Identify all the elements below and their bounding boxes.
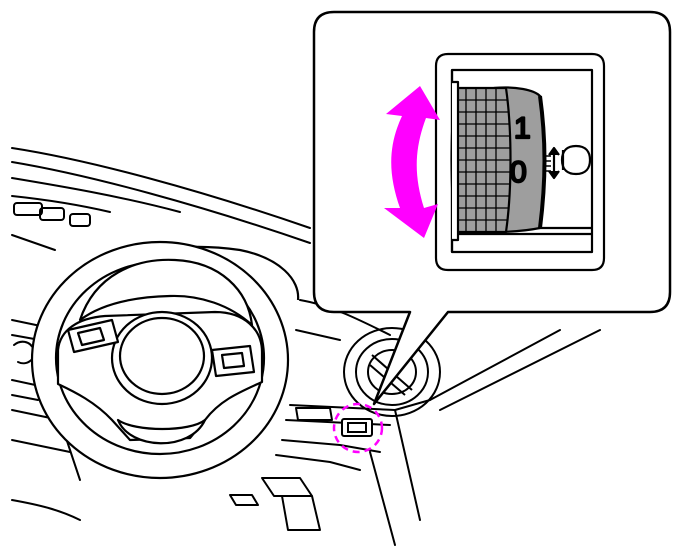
- headlight-leveling-icon: [546, 144, 592, 180]
- switch-panel: 1 0: [434, 52, 606, 272]
- steering-wheel: [30, 240, 300, 480]
- leveling-thumbwheel[interactable]: 1 0: [450, 80, 547, 242]
- dial-mark-lower: 0: [510, 156, 527, 189]
- knurl-grid: [453, 88, 511, 232]
- dial-mark-upper: 1: [514, 112, 531, 145]
- switch-location-highlight: [332, 402, 384, 454]
- rotate-arrow-icon: [384, 86, 440, 238]
